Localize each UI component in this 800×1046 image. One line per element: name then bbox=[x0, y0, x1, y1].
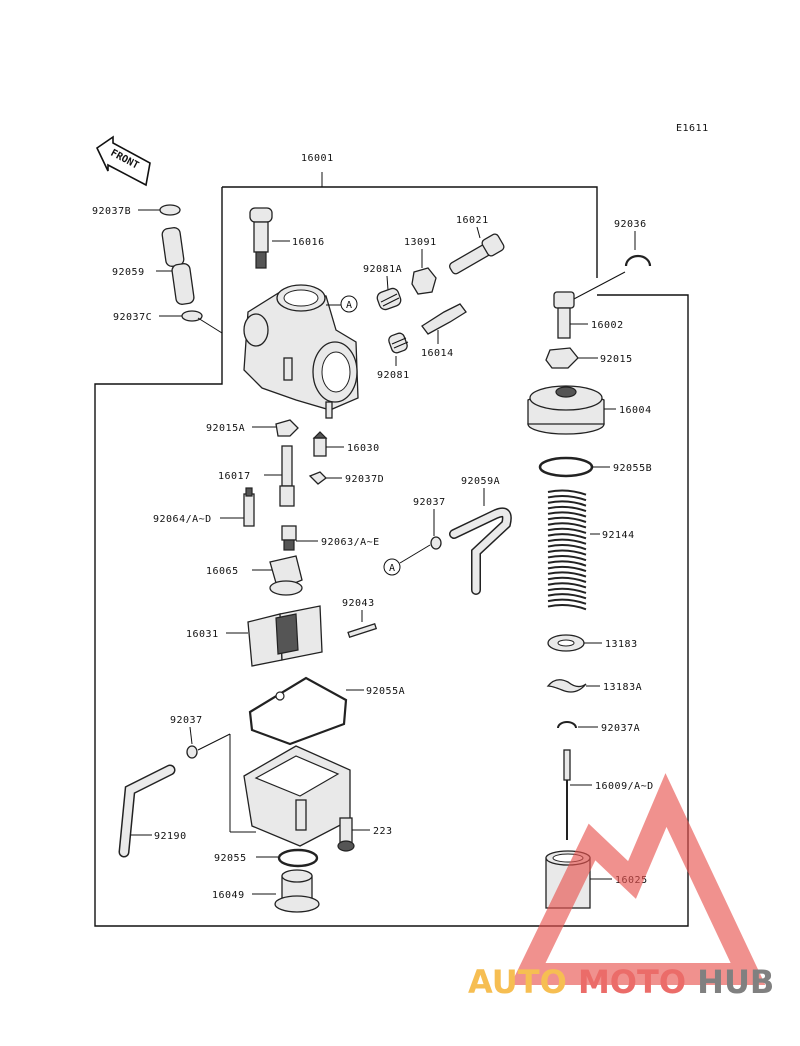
float-16031 bbox=[247, 605, 323, 667]
tube-92059 bbox=[161, 227, 195, 305]
clip-92037A bbox=[557, 721, 577, 729]
diagram-code: E1611 bbox=[676, 123, 709, 134]
part-label-16009: 16009/A~D bbox=[595, 781, 654, 792]
part-label-92055B: 92055B bbox=[613, 463, 652, 474]
part-label-92037A: 92037A bbox=[601, 723, 640, 734]
part-label-92037D: 92037D bbox=[345, 474, 384, 485]
ref-marker-a-tube-label: A bbox=[389, 563, 396, 574]
part-label-92015: 92015 bbox=[600, 354, 633, 365]
jet-92064 bbox=[243, 487, 255, 527]
ref-marker-a-body bbox=[340, 295, 358, 313]
part-label-16049: 16049 bbox=[212, 890, 245, 901]
part-label-16065: 16065 bbox=[206, 566, 239, 577]
part-label-92037-upper: 92037 bbox=[413, 497, 446, 508]
jet-92063 bbox=[281, 525, 297, 551]
part-label-92081: 92081 bbox=[377, 370, 410, 381]
cap-16004 bbox=[527, 385, 605, 435]
front-arrow-icon: FRONT bbox=[95, 135, 151, 187]
adjuster-16002 bbox=[553, 291, 575, 339]
automotohub-watermark: AUTO MOTO HUB bbox=[468, 773, 774, 1001]
plug-16049 bbox=[274, 869, 320, 913]
spring-92081 bbox=[388, 332, 409, 354]
spring-92144 bbox=[547, 489, 587, 611]
clip-92037C bbox=[181, 310, 203, 322]
part-label-16017: 16017 bbox=[218, 471, 251, 482]
gasket-92055A bbox=[248, 676, 348, 746]
part-label-92037B: 92037B bbox=[92, 206, 131, 217]
screw-16016 bbox=[249, 207, 273, 269]
needle-16009 bbox=[563, 749, 571, 840]
svg-text:AUTO MOTO HUB: AUTO MOTO HUB bbox=[468, 963, 774, 1001]
part-label-223: 223 bbox=[373, 826, 393, 837]
part-label-92055A: 92055A bbox=[366, 686, 405, 697]
spring-92144-coils bbox=[547, 489, 587, 611]
part-label-92190: 92190 bbox=[154, 831, 187, 842]
part-label-13091: 13091 bbox=[404, 237, 437, 248]
clip-92037D bbox=[308, 471, 327, 485]
part-label-16002: 16002 bbox=[591, 320, 624, 331]
part-label-16021: 16021 bbox=[456, 215, 489, 226]
part-label-92015A: 92015A bbox=[206, 423, 245, 434]
part-label-13183: 13183 bbox=[605, 639, 638, 650]
nut-13091 bbox=[411, 267, 437, 295]
clip-92037-lower bbox=[186, 745, 198, 759]
ref-marker-a-body-label: A bbox=[346, 300, 353, 311]
part-label-13183A: 13183A bbox=[603, 682, 642, 693]
part-label-92036: 92036 bbox=[614, 219, 647, 230]
oring-92055B bbox=[538, 456, 594, 478]
float-bowl bbox=[243, 745, 351, 847]
part-label-92081A: 92081A bbox=[363, 264, 402, 275]
part-label-92043: 92043 bbox=[342, 598, 375, 609]
part-label-92059: 92059 bbox=[112, 267, 145, 278]
part-label-16001: 16001 bbox=[301, 153, 334, 164]
ref-marker-a-tube bbox=[383, 558, 401, 576]
assembly-frame bbox=[94, 186, 689, 927]
nut-92015A bbox=[275, 419, 299, 437]
oring-92055 bbox=[277, 848, 319, 868]
needle-16014 bbox=[421, 303, 467, 335]
part-label-16014: 16014 bbox=[421, 348, 454, 359]
clip-13183A bbox=[546, 679, 587, 693]
carburetor-body bbox=[243, 284, 359, 419]
spring-92081A bbox=[376, 287, 402, 311]
holder-16065 bbox=[269, 555, 303, 596]
part-label-16031: 16031 bbox=[186, 629, 219, 640]
part-label-92144: 92144 bbox=[602, 530, 635, 541]
jet-16030 bbox=[312, 431, 328, 457]
clip-92037B bbox=[159, 204, 181, 216]
screw-16021 bbox=[449, 233, 505, 275]
screw-223 bbox=[337, 817, 355, 852]
watermark-logo-icon bbox=[510, 773, 766, 985]
watermark-auto: AUTO bbox=[468, 963, 567, 1001]
watermark-moto: MOTO bbox=[578, 963, 686, 1001]
tube-16017 bbox=[279, 445, 295, 507]
clip-92037-upper bbox=[430, 536, 442, 550]
part-label-92037-lower: 92037 bbox=[170, 715, 203, 726]
part-label-92064: 92064/A~D bbox=[153, 514, 212, 525]
part-label-92037C: 92037C bbox=[113, 312, 152, 323]
part-label-92055: 92055 bbox=[214, 853, 247, 864]
watermark-hub: HUB bbox=[697, 963, 774, 1001]
pin-92043 bbox=[347, 622, 378, 638]
part-label-92059A: 92059A bbox=[461, 476, 500, 487]
part-label-16004: 16004 bbox=[619, 405, 652, 416]
nut-92015 bbox=[545, 347, 579, 369]
part-label-16030: 16030 bbox=[347, 443, 380, 454]
part-label-16016: 16016 bbox=[292, 237, 325, 248]
part-label-92063: 92063/A~E bbox=[321, 537, 380, 548]
clip-92036 bbox=[624, 254, 652, 267]
